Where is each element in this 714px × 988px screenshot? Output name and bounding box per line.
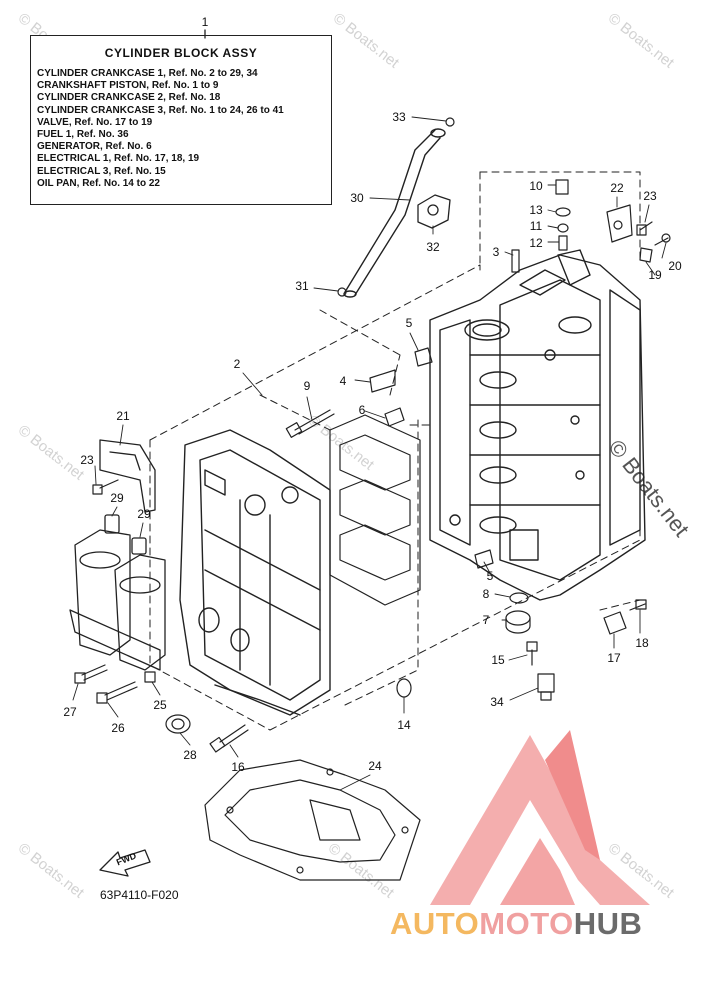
oil-pan-gasket: [204, 759, 421, 881]
callout-32: 32: [426, 240, 440, 254]
ignition-coil-assembly: [69, 514, 166, 671]
bracket-21: [99, 439, 156, 513]
assembly-info-box: CYLINDER BLOCK ASSY CYLINDER CRANKCASE 1…: [30, 35, 332, 205]
callout-15: 15: [491, 653, 505, 667]
leader-lines: [72, 116, 667, 791]
assembly-reference-line: CYLINDER CRANKCASE 1, Ref. No. 2 to 29, …: [37, 68, 258, 79]
assembly-reference-line: OIL PAN, Ref. No. 14 to 22: [37, 177, 160, 189]
callout-12: 12: [529, 236, 543, 250]
assembly-reference-line: CYLINDER CRANKCASE 2, Ref. No. 18: [37, 92, 221, 104]
callout-28: 28: [183, 748, 197, 762]
diagram-code: 63P4110-F020: [100, 888, 179, 902]
callout-34: 34: [490, 695, 504, 709]
callout-7: 7: [482, 613, 490, 627]
hose-clip: [417, 194, 451, 229]
callout-1: 1: [201, 15, 209, 29]
callout-17: 17: [607, 651, 621, 665]
callout-13: 13: [529, 203, 543, 217]
fasteners: [74, 117, 671, 753]
forward-arrow-icon: [99, 849, 151, 877]
assembly-reference-line: FUEL 1, Ref. No. 36: [37, 129, 129, 141]
assembly-reference-line: ELECTRICAL 3, Ref. No. 15: [37, 165, 166, 177]
callout-16: 16: [231, 760, 245, 774]
cylinder-block: [429, 249, 646, 601]
assembly-title: CYLINDER BLOCK ASSY: [104, 46, 258, 60]
callout-14: 14: [397, 718, 411, 732]
callout-9: 9: [303, 379, 311, 393]
callout-29: 29: [110, 491, 124, 505]
assembly-reference-list: CYLINDER CRANKCASE 1, Ref. No. 2 to 29, …: [37, 68, 284, 190]
callout-31: 31: [295, 279, 309, 293]
assembly-reference-line: GENERATOR, Ref. No. 6: [37, 141, 152, 153]
assembly-reference-line: VALVE, Ref. No. 17 to 19: [37, 116, 153, 128]
assembly-reference-line: ELECTRICAL 1, Ref. No. 17, 18, 19: [37, 153, 200, 165]
callout-6: 6: [358, 403, 366, 417]
callout-22: 22: [610, 181, 624, 195]
callout-26: 26: [111, 721, 125, 735]
callout-18: 18: [635, 636, 649, 650]
logo-wordmark: AUTOMOTOHUB: [390, 906, 642, 942]
logo-mark: [430, 730, 650, 905]
logo-text-moto: MOTO: [479, 906, 574, 941]
callout-33: 33: [392, 110, 406, 124]
assembly-reference-line: CYLINDER CRANKCASE 3, Ref. No. 1 to 24, …: [37, 104, 284, 116]
exhaust-gasket: [329, 414, 421, 606]
callout-2: 2: [233, 357, 241, 371]
crankcase-cover: [179, 429, 331, 716]
callout-5: 5: [486, 569, 494, 583]
callout-4: 4: [339, 374, 347, 388]
assembly-reference-line: CRANKSHAFT PISTON, Ref. No. 1 to 9: [37, 80, 219, 92]
callout-8: 8: [482, 587, 490, 601]
dashed-guides: [149, 171, 641, 731]
callout-23: 23: [80, 453, 94, 467]
breather-hose: [343, 128, 446, 298]
callout-20: 20: [668, 259, 682, 273]
callout-24: 24: [368, 759, 382, 773]
callout-30: 30: [350, 191, 364, 205]
callout-23: 23: [643, 189, 657, 203]
callout-19: 19: [648, 268, 662, 282]
callout-5: 5: [405, 316, 413, 330]
callout-21: 21: [116, 409, 130, 423]
callout-29: 29: [137, 507, 151, 521]
logo-text-hub: HUB: [573, 906, 643, 941]
callout-10: 10: [529, 179, 543, 193]
logo-text-auto: AUTO: [390, 906, 480, 941]
callout-27: 27: [63, 705, 77, 719]
callout-25: 25: [153, 698, 167, 712]
callout-11: 11: [529, 219, 543, 233]
callout-3: 3: [492, 245, 500, 259]
